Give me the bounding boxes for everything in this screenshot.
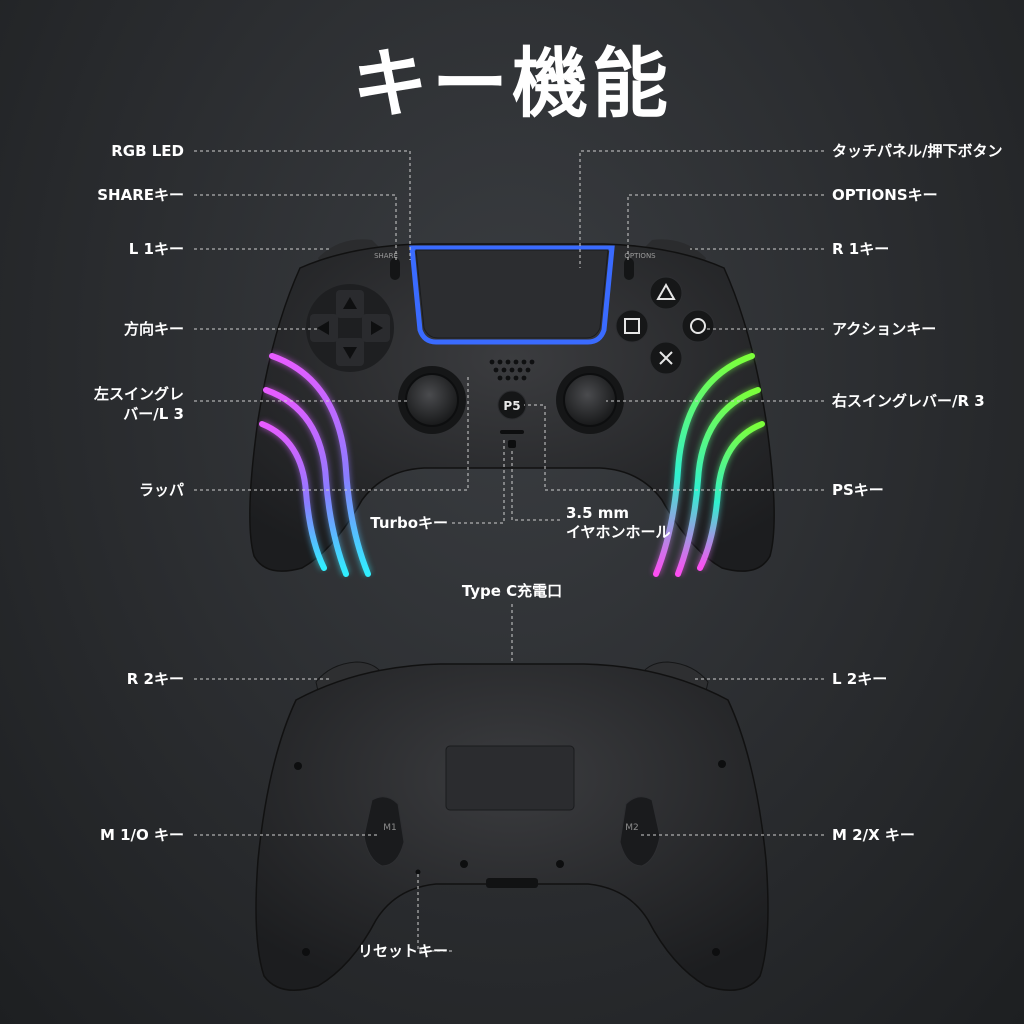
ps-button-label: P5 — [503, 399, 520, 413]
triangle-icon — [656, 282, 676, 300]
label-r2: R 2キー — [126, 670, 184, 688]
square-icon — [624, 318, 640, 334]
label-action: アクションキー — [832, 320, 937, 338]
circle-icon — [690, 318, 706, 334]
label-share: SHAREキー — [97, 186, 184, 204]
label-right-stick: 右スイングレバー/R 3 — [832, 392, 985, 410]
ps-button[interactable] — [497, 390, 527, 420]
screw — [460, 860, 468, 868]
triangle-button[interactable] — [649, 276, 683, 310]
reset-button[interactable] — [415, 869, 421, 875]
label-typec: Type C充電口 — [461, 582, 563, 600]
label-left-stick-line2: バー/L 3 — [123, 405, 184, 423]
square-button[interactable] — [615, 309, 649, 343]
touchpad-led — [409, 245, 615, 345]
screw — [294, 762, 302, 770]
label-turbo: Turboキー — [370, 514, 448, 532]
m1-paddle[interactable] — [363, 796, 405, 867]
dpad-right-arrow-icon — [371, 321, 383, 335]
label-jack-line1: 3.5 mm — [566, 504, 630, 522]
circle-button[interactable] — [681, 309, 715, 343]
back-controller: M1 M2 — [255, 661, 769, 991]
label-speaker: ラッパ — [138, 481, 184, 499]
right-stick[interactable] — [556, 366, 624, 434]
screw — [302, 948, 310, 956]
label-dpad: 方向キー — [123, 320, 184, 338]
turbo-button[interactable] — [500, 430, 524, 434]
dpad-down-arrow-icon — [343, 347, 357, 359]
screw — [718, 760, 726, 768]
back-panel — [445, 745, 575, 811]
label-reset: リセットキー — [357, 942, 448, 960]
dpad[interactable] — [306, 284, 394, 372]
label-touchpad: タッチパネル/押下ボタン — [832, 142, 1003, 160]
label-ps: PSキー — [832, 481, 884, 499]
page-title: キー機能 — [352, 39, 672, 128]
m2-print: M2 — [625, 823, 639, 833]
audio-jack — [508, 440, 516, 448]
cross-icon — [659, 351, 673, 365]
options-button[interactable] — [624, 258, 634, 280]
speaker-grille — [489, 359, 535, 381]
share-print: SHARE — [374, 252, 398, 260]
leader-lines — [194, 150, 824, 952]
m1-print: M1 — [383, 823, 397, 833]
screw — [712, 948, 720, 956]
m2-paddle[interactable] — [619, 796, 661, 867]
label-r1: R 1キー — [832, 240, 890, 258]
label-l1: L 1キー — [128, 240, 184, 258]
label-l2: L 2キー — [832, 670, 888, 688]
label-jack-line2: イヤホンホール — [566, 523, 671, 541]
screw — [556, 860, 564, 868]
dpad-left-arrow-icon — [317, 321, 329, 335]
label-rgb-led: RGB LED — [111, 142, 184, 160]
label-left-stick-line1: 左スイングレ — [93, 385, 184, 403]
left-stick[interactable] — [398, 366, 466, 434]
dpad-up-arrow-icon — [343, 297, 357, 309]
type-c-port — [486, 878, 538, 888]
touchpad[interactable] — [415, 249, 609, 339]
back-body — [255, 663, 769, 991]
label-m1: M 1/O キー — [99, 826, 184, 844]
label-m2: M 2/X キー — [832, 826, 915, 844]
label-options: OPTIONSキー — [832, 186, 938, 204]
share-button[interactable] — [390, 258, 400, 280]
front-controller: SHARE OPTIONS — [249, 239, 775, 577]
options-print: OPTIONS — [624, 252, 656, 260]
action-buttons[interactable] — [615, 276, 715, 375]
